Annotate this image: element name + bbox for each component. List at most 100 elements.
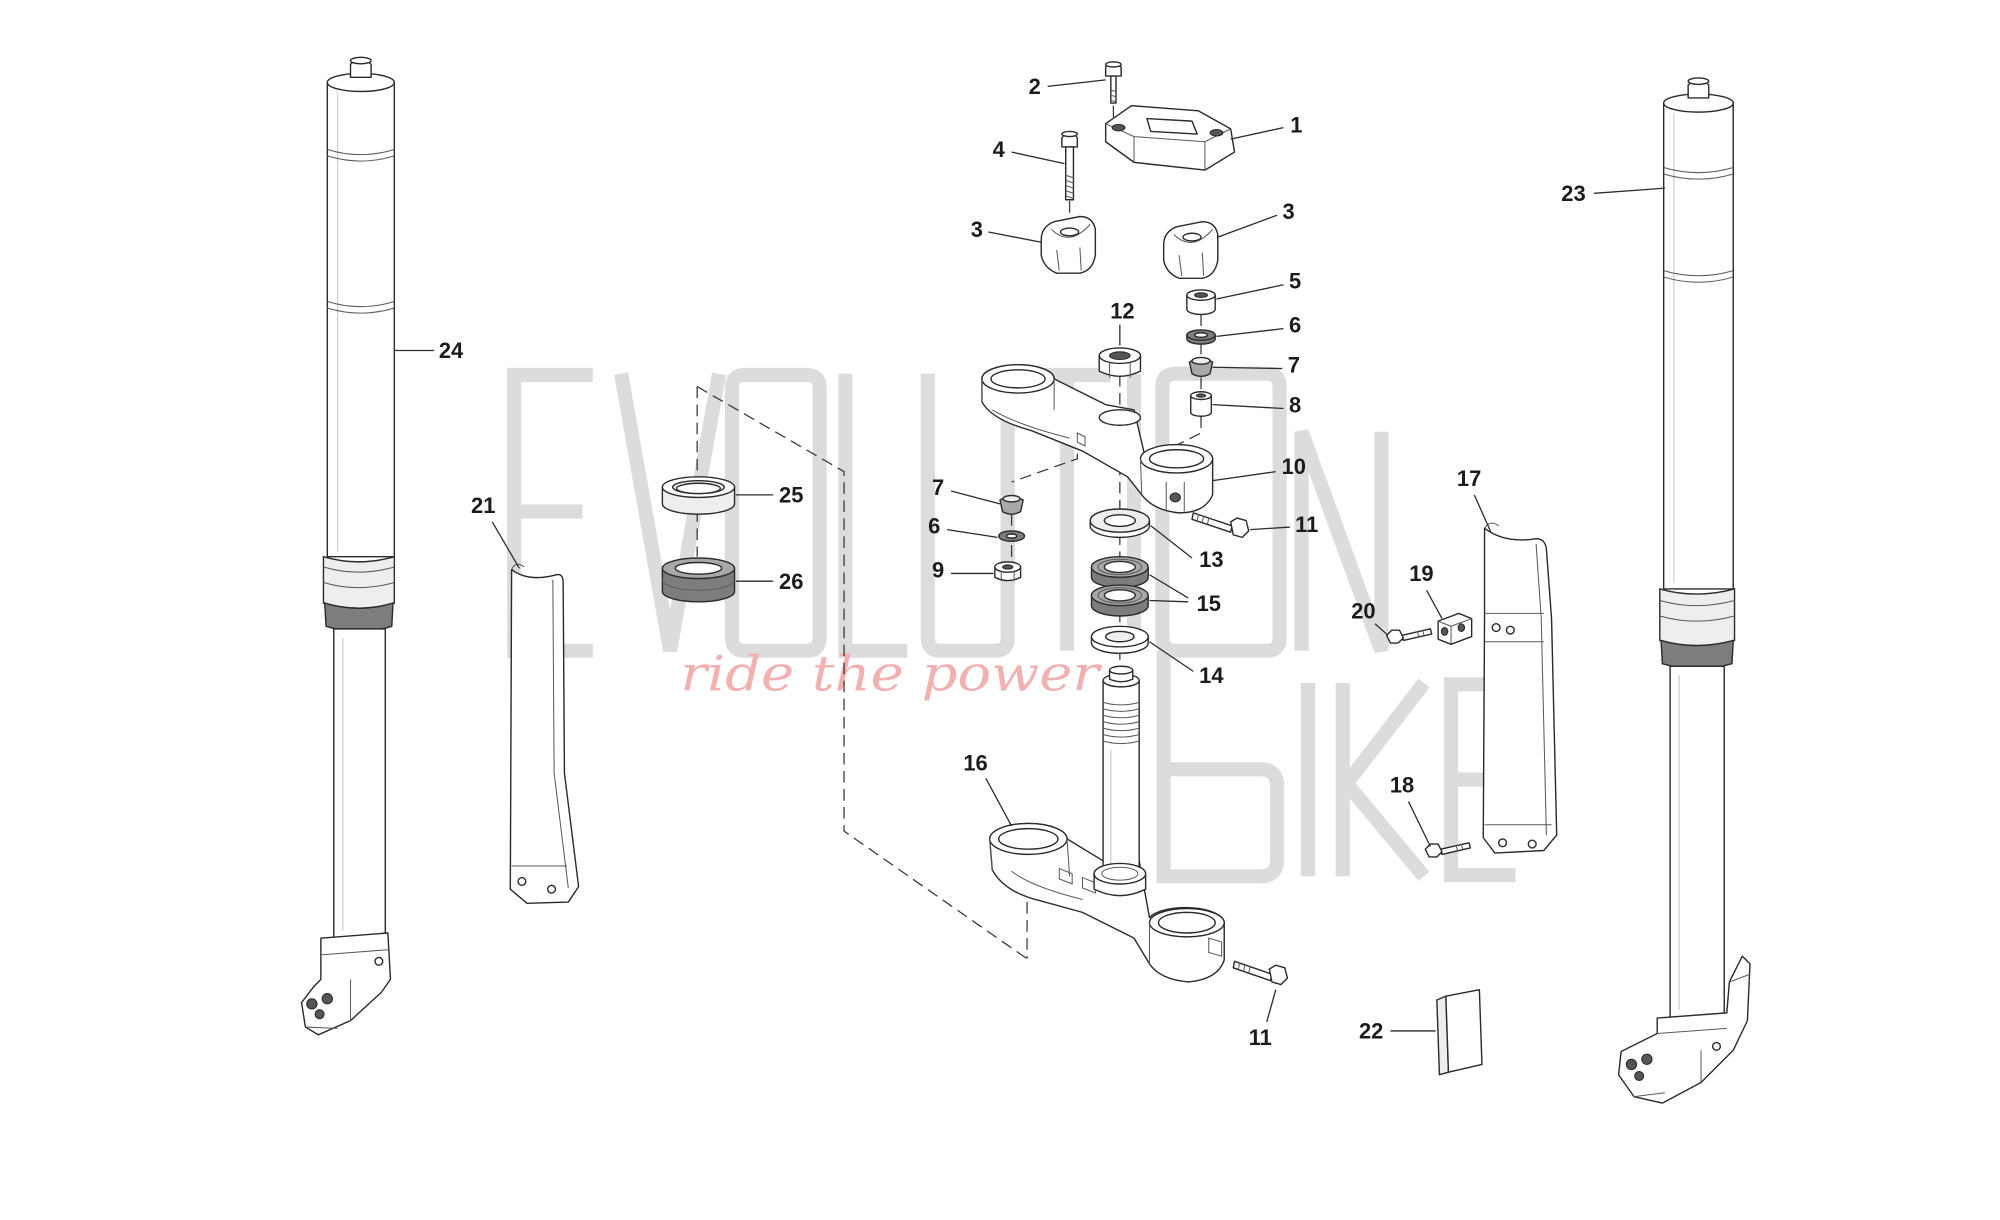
- leader-line: [1216, 327, 1284, 337]
- bearing-upper: [1090, 555, 1149, 589]
- nut: [994, 561, 1022, 582]
- washer-left: [998, 530, 1026, 542]
- callout-24: 24: [439, 338, 464, 363]
- leader-line: [1150, 525, 1193, 559]
- leader-line: [491, 521, 520, 569]
- leader-line: [1217, 214, 1278, 238]
- watermark-letter-k: [1335, 678, 1430, 881]
- fork-guard-left: [509, 563, 580, 905]
- callout-6-right: 6: [1289, 312, 1301, 337]
- guard-clamp-bolt: [1385, 628, 1433, 644]
- handlebar-riser-left: [1040, 215, 1097, 274]
- callout-19: 19: [1409, 561, 1433, 586]
- washer-upper: [1089, 508, 1151, 539]
- clamp-bolt: [1104, 61, 1122, 104]
- watermark-letter-l: [838, 373, 908, 658]
- callout-23: 23: [1561, 181, 1585, 206]
- rubber-damper-right: [1188, 356, 1214, 377]
- spacer: [1190, 391, 1213, 417]
- callout-17: 17: [1457, 466, 1481, 491]
- callout-6-left: 6: [928, 514, 940, 539]
- leader-line: [1149, 574, 1189, 603]
- leader-line: [1149, 641, 1194, 672]
- callout-7-left: 7: [932, 475, 944, 500]
- watermark-logo: ride the power: [507, 366, 1516, 884]
- oil-seal: [661, 557, 736, 603]
- leader-line: [988, 231, 1042, 243]
- upper-triple-clamp: [981, 363, 1214, 514]
- leader-line: [1216, 284, 1284, 300]
- leader-line: [950, 490, 1001, 505]
- leader-line: [1212, 471, 1276, 482]
- leader-lines: [394, 79, 1665, 1032]
- callout-11-lower: 11: [1249, 1025, 1272, 1050]
- handlebar-clamp-top: [1104, 104, 1236, 171]
- callout-3-left: 3: [971, 217, 983, 242]
- leader-line: [1011, 151, 1065, 165]
- callout-14: 14: [1199, 663, 1224, 688]
- bearing-lower: [1090, 584, 1149, 617]
- callout-25: 25: [779, 483, 803, 508]
- dust-ring: [661, 476, 736, 515]
- callout-4: 4: [993, 137, 1006, 162]
- watermark-letter-b: [1156, 650, 1285, 884]
- leader-line: [1594, 187, 1665, 194]
- callout-8: 8: [1289, 392, 1301, 417]
- steering-stem: [1093, 665, 1147, 897]
- watermark-letter-v: [614, 372, 727, 653]
- callout-13: 13: [1199, 547, 1223, 572]
- washer-right: [1186, 329, 1216, 345]
- clamp-pinch-bolt-upper: [1191, 512, 1250, 539]
- fork-guard-right: [1482, 522, 1558, 854]
- callout-2: 2: [1029, 74, 1041, 99]
- callout-21: 21: [471, 493, 495, 518]
- leader-line: [1374, 623, 1389, 636]
- callout-7-right: 7: [1288, 352, 1300, 377]
- leader-line: [1249, 526, 1290, 531]
- handlebar-riser-right: [1162, 220, 1219, 280]
- leader-line: [1047, 79, 1106, 87]
- watermark-letter-big-o: [1155, 366, 1287, 658]
- callout-9: 9: [932, 557, 944, 582]
- leader-line: [1212, 366, 1283, 370]
- riser-bolt: [1061, 130, 1079, 201]
- callout-22: 22: [1359, 1019, 1383, 1044]
- callout-3-right: 3: [1283, 199, 1295, 224]
- fork-leg-left: [300, 56, 396, 1036]
- callout-18: 18: [1390, 773, 1414, 798]
- leader-line: [1473, 494, 1492, 533]
- dashed-line: [696, 386, 1028, 960]
- rubber-damper-left: [999, 494, 1025, 515]
- callout-12: 12: [1110, 298, 1134, 323]
- leader-line: [985, 778, 1013, 827]
- washer-lower: [1090, 625, 1149, 655]
- leader-line: [1212, 403, 1284, 410]
- bushing: [1186, 289, 1216, 316]
- callout-10: 10: [1282, 454, 1306, 479]
- leader-line: [1425, 589, 1443, 619]
- callout-1: 1: [1290, 113, 1302, 138]
- leader-line: [1230, 126, 1284, 140]
- callout-26: 26: [779, 569, 803, 594]
- leader-line: [1266, 989, 1277, 1023]
- guard-bolt: [1424, 842, 1472, 858]
- watermark-letter-o: [724, 367, 827, 658]
- guard-clamp: [1437, 612, 1473, 646]
- callout-11-upper: 11: [1295, 512, 1318, 537]
- leader-line: [1407, 801, 1431, 847]
- watermark-letter-n: [1294, 429, 1389, 654]
- dashed-line: [1177, 314, 1202, 446]
- leader-line: [947, 529, 998, 539]
- callout-16: 16: [963, 751, 987, 776]
- callout-labels: 2 1 4 3 3 5 6 7 8 12 10 11 7 6 9 25 26 1…: [439, 74, 1586, 1050]
- lower-triple-clamp: [988, 822, 1225, 983]
- callout-15: 15: [1197, 591, 1221, 616]
- clamp-pinch-bolt-lower: [1232, 960, 1289, 986]
- fork-leg-right: [1617, 77, 1751, 1104]
- callout-20: 20: [1351, 599, 1375, 624]
- watermark-letter-u: [920, 373, 1015, 658]
- steering-stem-nut: [1098, 347, 1142, 378]
- callout-5: 5: [1289, 269, 1301, 294]
- block: [1436, 988, 1483, 1076]
